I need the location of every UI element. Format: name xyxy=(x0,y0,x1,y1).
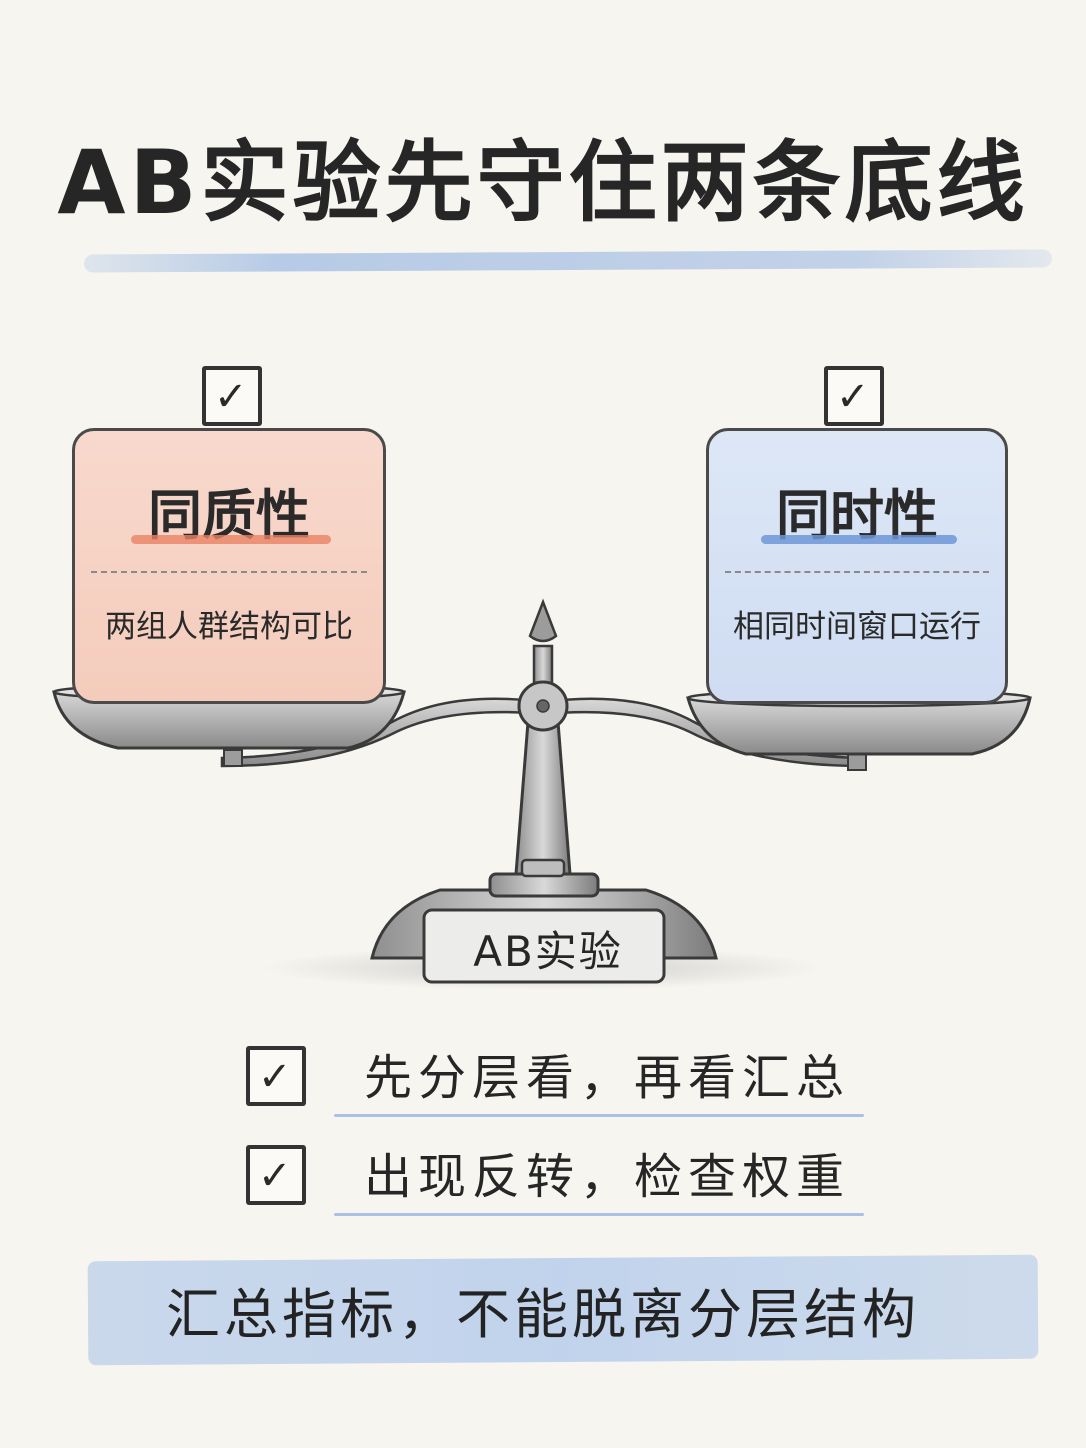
base-label-plate xyxy=(422,908,666,984)
left-card-divider xyxy=(91,571,367,573)
left-card-underline xyxy=(131,535,331,544)
right-card-divider xyxy=(725,571,989,573)
check-icon: ✓ xyxy=(836,374,870,420)
right-card: 同时性 相同时间窗口运行 xyxy=(706,428,1008,704)
scale-base-top xyxy=(488,872,600,898)
scale-base-label: AB实验 xyxy=(473,927,623,976)
checklist-item-text: 出现反转，检查权重 xyxy=(364,1149,851,1205)
scale-collar xyxy=(520,858,566,878)
checklist-item: ✓ 先分层看，再看汇总 xyxy=(246,1046,886,1126)
checklist-checkbox: ✓ xyxy=(246,1145,306,1205)
left-card-checkbox: ✓ xyxy=(202,366,262,426)
right-pan xyxy=(686,696,1032,756)
checklist-item-text: 先分层看，再看汇总 xyxy=(364,1050,851,1106)
scale-finial-neck xyxy=(532,644,554,688)
left-pan-post xyxy=(223,749,243,767)
right-card-checkbox: ✓ xyxy=(824,366,884,426)
check-icon: ✓ xyxy=(214,374,248,420)
scale-hub-center xyxy=(536,699,550,713)
checklist-item-underline xyxy=(334,1213,864,1216)
scale-finial-tip xyxy=(528,598,558,643)
checklist-checkbox: ✓ xyxy=(246,1046,306,1106)
left-card: 同质性 两组人群结构可比 xyxy=(72,428,386,704)
check-icon: ✓ xyxy=(258,1153,292,1199)
page-title: AB实验先守住两条底线 xyxy=(57,131,1029,234)
balance-scale-illustration xyxy=(52,598,1032,990)
check-icon: ✓ xyxy=(258,1054,292,1100)
conclusion-text: 汇总指标，不能脱离分层结构 xyxy=(166,1283,920,1346)
left-card-description: 两组人群结构可比 xyxy=(105,609,353,645)
title-underline xyxy=(83,249,1053,273)
scale-pillar xyxy=(514,720,572,876)
right-pan-post xyxy=(847,753,867,771)
checklist-item: ✓ 出现反转，检查权重 xyxy=(246,1145,886,1225)
right-card-underline xyxy=(761,535,957,544)
left-pan xyxy=(52,690,406,750)
right-card-description: 相同时间窗口运行 xyxy=(733,609,981,645)
checklist-item-underline xyxy=(334,1114,864,1117)
